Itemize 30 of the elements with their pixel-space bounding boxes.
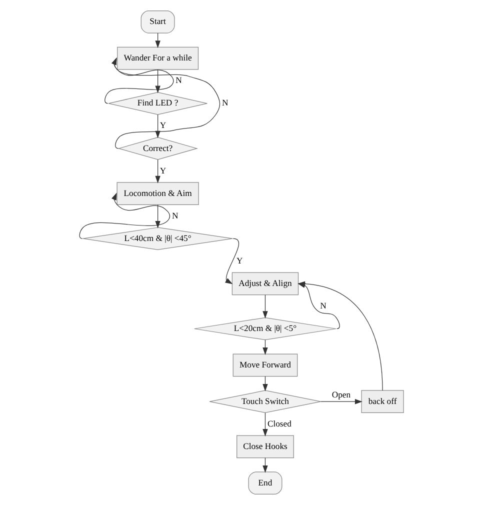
node-diamond: L<40cm & |θ| <45° (82, 227, 233, 250)
edge-label: Y (236, 255, 243, 266)
edge-label: N (320, 300, 326, 310)
edge-label: N (176, 75, 182, 86)
node-box: back off (361, 390, 404, 414)
edge-label: Open (332, 389, 351, 400)
arrow (262, 412, 268, 436)
node-diamond: Correct? (118, 137, 198, 160)
arrow (79, 192, 170, 239)
arrow (112, 57, 220, 149)
node-box: Locomotion & Aim (116, 182, 199, 205)
arrow (320, 399, 362, 404)
node-box: End (248, 472, 282, 495)
node-diamond: Find LED ? (108, 92, 208, 115)
node-diamond: Touch Switch (209, 390, 322, 414)
node-box: Move Forward (232, 354, 298, 377)
arrow (262, 294, 268, 319)
arrow (104, 57, 174, 104)
arrow (155, 204, 160, 228)
node-box: Wander For a while (117, 46, 199, 70)
edge-label: N (222, 98, 228, 108)
arrow (155, 159, 160, 184)
edge-label: N (172, 210, 178, 220)
node-diamond: L<20cm & |θ| <5° (194, 317, 336, 340)
edge-label: Closed (267, 418, 292, 428)
edge-label: Y (160, 120, 166, 130)
edge-label: Y (160, 165, 166, 176)
node-box: Close Hooks (236, 435, 294, 458)
node-box: Adjust & Align (232, 272, 299, 296)
node-box: Start (140, 10, 175, 34)
